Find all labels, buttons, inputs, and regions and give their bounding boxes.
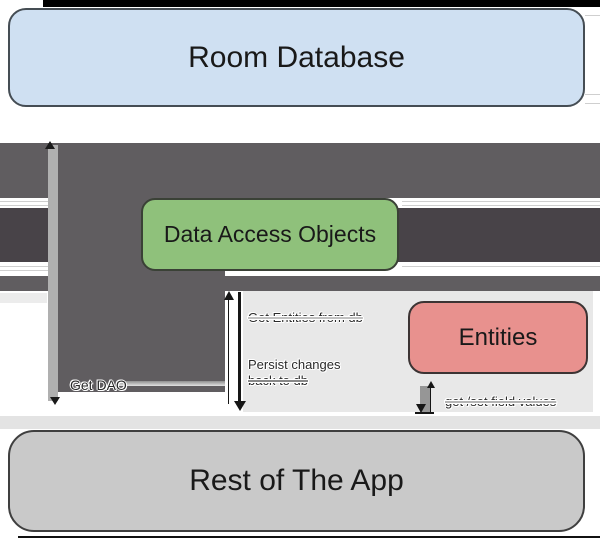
edge-label-get-entities-from-db: Get Entities from db (248, 310, 363, 325)
artifact-line (0, 270, 48, 271)
artifact-line (585, 15, 600, 16)
get-set-arrowhead-up-icon (427, 381, 435, 388)
persist-arrowhead-up-icon (224, 291, 234, 300)
get-dao-arrowhead-up-icon (45, 141, 55, 149)
artifact-line (402, 266, 600, 267)
get-set-arrow-baseline (415, 412, 434, 414)
node-entities-label: Entities (458, 323, 538, 351)
artifact-line (0, 266, 48, 267)
node-rest-of-the-app-label: Rest of The App (189, 464, 404, 497)
node-entities: Entities (408, 301, 588, 374)
artifact-line (585, 103, 600, 104)
artifact-line (0, 205, 48, 206)
bottom-border-line (18, 536, 600, 538)
artifact-line (402, 201, 600, 202)
get-set-arrowhead-down-icon (416, 404, 426, 413)
light-band-above-rest (0, 416, 600, 429)
get-dao-label-line (118, 381, 225, 386)
node-data-access-objects-label: Data Access Objects (163, 221, 377, 247)
persist-arrow-shaft (228, 300, 229, 404)
artifact-line (0, 201, 48, 202)
get-set-arrow-bar (420, 386, 430, 413)
get-entities-arrow-shaft (238, 292, 241, 402)
get-dao-arrow-shaft (48, 145, 58, 401)
top-black-bar (43, 0, 600, 7)
node-room-database: Room Database (8, 8, 585, 107)
get-entities-arrowhead-down-icon (234, 401, 246, 411)
artifact-line (585, 94, 600, 95)
node-room-database-label: Room Database (188, 40, 405, 74)
edge-label-persist-changes-line1: Persist changes (248, 357, 341, 372)
get-dao-arrowhead-down-icon (50, 397, 60, 405)
node-rest-of-the-app: Rest of The App (8, 430, 585, 532)
artifact-line (402, 205, 600, 206)
node-data-access-objects: Data Access Objects (141, 198, 399, 271)
edge-label-get-set-field-values: get /set field values (445, 394, 557, 409)
edge-label-persist-changes-line2: back to db (248, 373, 308, 388)
get-set-arrow-shaft (430, 385, 431, 412)
left-light-strip (0, 293, 47, 303)
edge-label-get-dao: Get DAO (70, 377, 127, 393)
